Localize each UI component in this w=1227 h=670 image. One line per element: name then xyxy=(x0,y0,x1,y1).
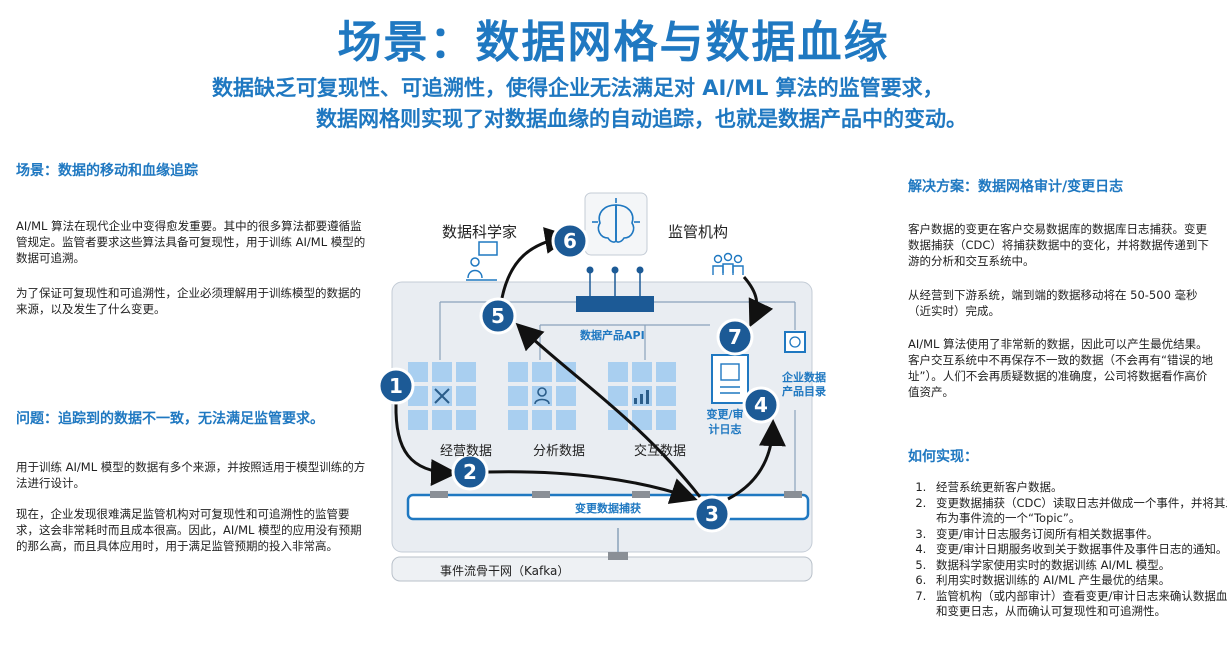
cdc-label: 变更数据捕获 xyxy=(575,502,641,515)
api-bar xyxy=(576,296,654,312)
audit-log-document xyxy=(711,354,749,404)
badge-1: 1 xyxy=(377,367,415,405)
scenario-paragraph-2: 为了保证可复现性和可追溯性，企业必须理解用于训练模型的数据的来源，以及发生了什么… xyxy=(16,286,361,316)
step-item: 数据科学家使用实时的数据训练 AI/ML 模型。 xyxy=(930,558,1227,574)
flow-arrow-2-3 xyxy=(487,470,698,504)
badge-6: 6 xyxy=(551,222,589,260)
solution-heading: 解决方案：数据网格审计/变更日志 xyxy=(908,179,1124,195)
interaction-data-label: 交互数据 xyxy=(634,444,687,459)
step-item: 利用实时数据训练的 AI/ML 产生最优的结果。 xyxy=(930,573,1227,589)
badge-7: 7 xyxy=(716,318,754,356)
platform-panel xyxy=(391,281,813,553)
catalog-icon xyxy=(784,331,806,353)
data-scientist-icon xyxy=(466,241,498,281)
badge-3: 3 xyxy=(693,495,731,533)
badge-5: 5 xyxy=(479,297,517,335)
kafka-label: 事件流骨干网（Kafka） xyxy=(440,564,570,578)
problem-heading: 问题：追踪到的数据不一致，无法满足监管要求。 xyxy=(16,411,324,427)
kafka-connector xyxy=(608,552,628,560)
audit-log-label: 变更/审 计日志 xyxy=(706,408,744,436)
step-item: 变更数据捕获（CDC）读取日志并做成一个事件，并将其发布为事件流的一个“Topi… xyxy=(930,496,1227,527)
regulator-label: 监管机构 xyxy=(668,223,729,241)
flow-arrow-3-5 xyxy=(515,322,702,498)
flow-arrow-3-4 xyxy=(727,419,786,501)
scenario-paragraph-1: AI/ML 算法在现代企业中变得愈发重要。其中的很多算法都要遵循监管规定。监管者… xyxy=(16,219,366,265)
solution-paragraph-3: AI/ML 算法使用了非常新的数据，因此可以产生最优结果。客户交互系统中不再保存… xyxy=(908,337,1213,399)
svg-text:1: 1 xyxy=(389,374,403,398)
catalog-label: 企业数据 产品目录 xyxy=(782,371,826,398)
data-scientist-label: 数据科学家 xyxy=(442,223,518,241)
flow-arrow-1-2 xyxy=(394,403,458,486)
solution-paragraph-1: 客户数据的变更在客户交易数据库的数据库日志捕获。变更数据捕获（CDC）将捕获数据… xyxy=(908,222,1209,268)
svg-text:2: 2 xyxy=(463,460,477,484)
badge-4: 4 xyxy=(742,386,780,424)
svg-text:4: 4 xyxy=(754,393,768,417)
problem-paragraph-2: 现在，企业发现很难满足监管机构对可复现性和可追溯性的监管要求，这会非常耗时而且成… xyxy=(16,507,362,553)
page-title: 场景：数据网格与数据血缘 xyxy=(337,17,890,68)
scenario-heading: 场景：数据的移动和血缘追踪 xyxy=(16,163,198,179)
wrench-icon xyxy=(434,388,450,404)
kafka-bar xyxy=(391,556,813,582)
badge-2: 2 xyxy=(451,453,489,491)
regulator-icon xyxy=(712,252,744,275)
how-heading: 如何实现： xyxy=(908,449,978,465)
ops-data-label: 经营数据 xyxy=(440,444,493,459)
problem-paragraph-1: 用于训练 AI/ML 模型的数据有多个来源，并按照适用于模型训练的方法进行设计。 xyxy=(16,460,366,490)
api-label: 数据产品API xyxy=(580,329,645,342)
step-item: 监管机构（或内部审计）查看变更/审计日志来确认数据血缘和变更日志，从而确认可复现… xyxy=(930,589,1227,620)
svg-text:3: 3 xyxy=(705,502,719,526)
svg-text:6: 6 xyxy=(563,229,577,253)
solution-paragraph-2: 从经营到下游系统，端到端的数据移动将在 50-500 毫秒（近实时）完成。 xyxy=(908,288,1198,318)
bar-chart-icon xyxy=(634,390,649,404)
flow-arrow-regulator-7 xyxy=(742,276,774,328)
step-item: 变更/审计日期服务收到关于数据事件及事件日志的通知。 xyxy=(930,542,1227,558)
brain-icon xyxy=(592,198,640,243)
subtitle-line-1: 数据缺乏可复现性、可追溯性，使得企业无法满足对 AI/ML 算法的监管要求， xyxy=(212,76,944,100)
svg-text:7: 7 xyxy=(728,325,742,349)
analytics-data-label: 分析数据 xyxy=(533,444,586,459)
step-item: 变更/审计日志服务订阅所有相关数据事件。 xyxy=(930,527,1227,543)
analyst-icon xyxy=(534,387,550,405)
step-item: 经营系统更新客户数据。 xyxy=(930,480,1227,496)
steps-list: 经营系统更新客户数据。 变更数据捕获（CDC）读取日志并做成一个事件，并将其发布… xyxy=(908,480,1227,620)
svg-text:5: 5 xyxy=(491,304,505,328)
subtitle-line-2: 数据网格则实现了对数据血缘的自动追踪，也就是数据产品中的变动。 xyxy=(316,107,967,131)
